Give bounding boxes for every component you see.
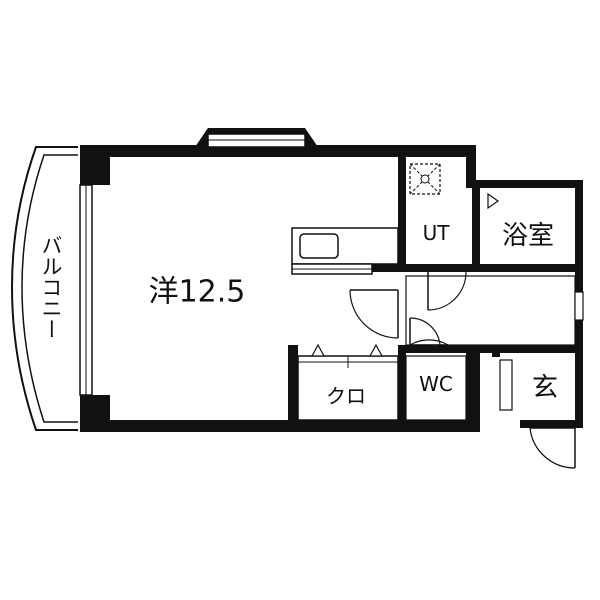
balcony: バルコニー bbox=[10, 146, 78, 431]
kitchen-counter bbox=[291, 227, 399, 275]
main-room-door bbox=[349, 289, 399, 339]
ut-door bbox=[427, 271, 467, 311]
wc-label: WC bbox=[419, 372, 453, 396]
balcony-label: バルコニー bbox=[39, 235, 63, 340]
wc-door bbox=[409, 317, 449, 346]
entrance-door-swing bbox=[529, 427, 576, 469]
ut-label: UT bbox=[423, 221, 451, 245]
closet: クロ bbox=[297, 343, 399, 421]
closet-label: クロ bbox=[326, 384, 366, 408]
balcony-window bbox=[79, 184, 93, 396]
entrance-label: 玄 bbox=[532, 373, 558, 403]
balcony-inner-outline bbox=[21, 154, 78, 423]
interior-walls bbox=[288, 157, 500, 432]
bath-door-marker bbox=[487, 192, 500, 210]
balcony-outline bbox=[10, 146, 78, 431]
corridor bbox=[405, 275, 584, 346]
bath-room: 浴室 bbox=[502, 221, 554, 251]
top-window bbox=[195, 128, 318, 148]
wc-room: WC bbox=[405, 355, 467, 421]
closet-door-marker-right bbox=[368, 343, 384, 357]
entrance: 玄 bbox=[499, 359, 576, 469]
corridor-window bbox=[574, 291, 584, 321]
ut-room: UT bbox=[409, 163, 451, 245]
sink-icon bbox=[299, 233, 339, 259]
closet-door-marker-left bbox=[310, 343, 326, 357]
bath-label: 浴室 bbox=[502, 221, 554, 251]
western-room-label: 洋12.5 bbox=[149, 275, 246, 310]
